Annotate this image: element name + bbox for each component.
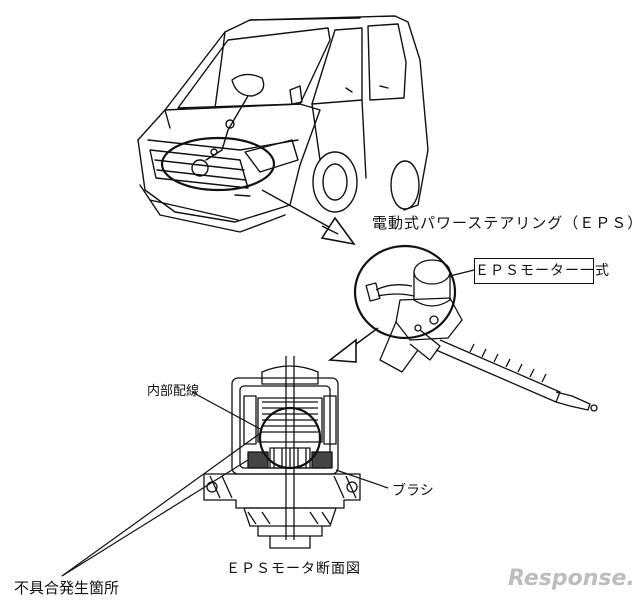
wiring-callout-circle	[258, 406, 322, 470]
motor-assembly-label: ＥＰＳモーター一式	[474, 258, 609, 284]
arrow-car-to-rack	[261, 189, 339, 233]
wiring-leader-line	[191, 391, 263, 431]
motor-section-caption: ＥＰＳモータ断面図	[226, 561, 361, 577]
motor-callout-circle	[353, 244, 457, 340]
response-watermark-logo: Response.	[508, 566, 635, 591]
motor-cross-section	[203, 356, 361, 549]
defect-leader-line-2	[61, 459, 249, 577]
car-callout-circle	[160, 136, 276, 192]
arrow-car-to-rack-head	[320, 216, 356, 246]
arrow-rack-to-section-head	[327, 338, 357, 363]
defect-location-label: 不具合発生箇所	[14, 579, 120, 597]
defect-leader-line	[61, 431, 263, 577]
steering-rack-illustration	[365, 259, 598, 412]
brush-leader-line	[335, 469, 389, 489]
internal-wiring-label: 内部配線	[147, 384, 200, 399]
brush-label: ブラシ	[392, 483, 434, 499]
eps-title-label: 電動式パワーステアリング（ＥＰＳ）	[372, 214, 636, 232]
motor-leader-line	[449, 269, 475, 277]
minivan-illustration	[137, 15, 429, 233]
